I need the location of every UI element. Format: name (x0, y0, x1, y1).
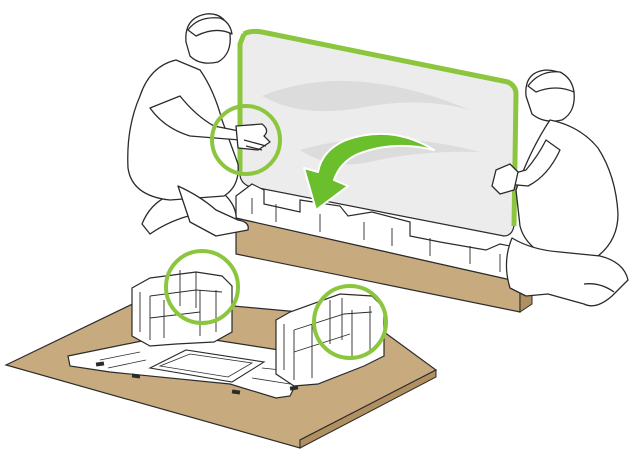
tv-film-swoosh (262, 80, 470, 112)
box-bottom-with-tv (235, 28, 533, 313)
right-foam-stand (275, 293, 385, 387)
left-person (127, 13, 282, 237)
cardboard-sheet-edge (299, 369, 437, 449)
curved-arrow-down-left-icon (303, 132, 435, 211)
foam-tray-window (148, 349, 266, 383)
right-person-leg (505, 237, 629, 307)
left-foam-stand (131, 270, 233, 347)
cardboard-sheet-with-foam-base (4, 249, 438, 449)
circle-highlight-icon (210, 104, 282, 176)
circle-highlight-icon (164, 249, 240, 325)
tv-edge-highlight (242, 28, 519, 227)
circle-highlight-icon (312, 284, 388, 360)
left-person-leg-front (177, 185, 249, 237)
right-person-hand (491, 163, 519, 195)
right-person-body (515, 119, 619, 263)
right-person (491, 69, 629, 307)
